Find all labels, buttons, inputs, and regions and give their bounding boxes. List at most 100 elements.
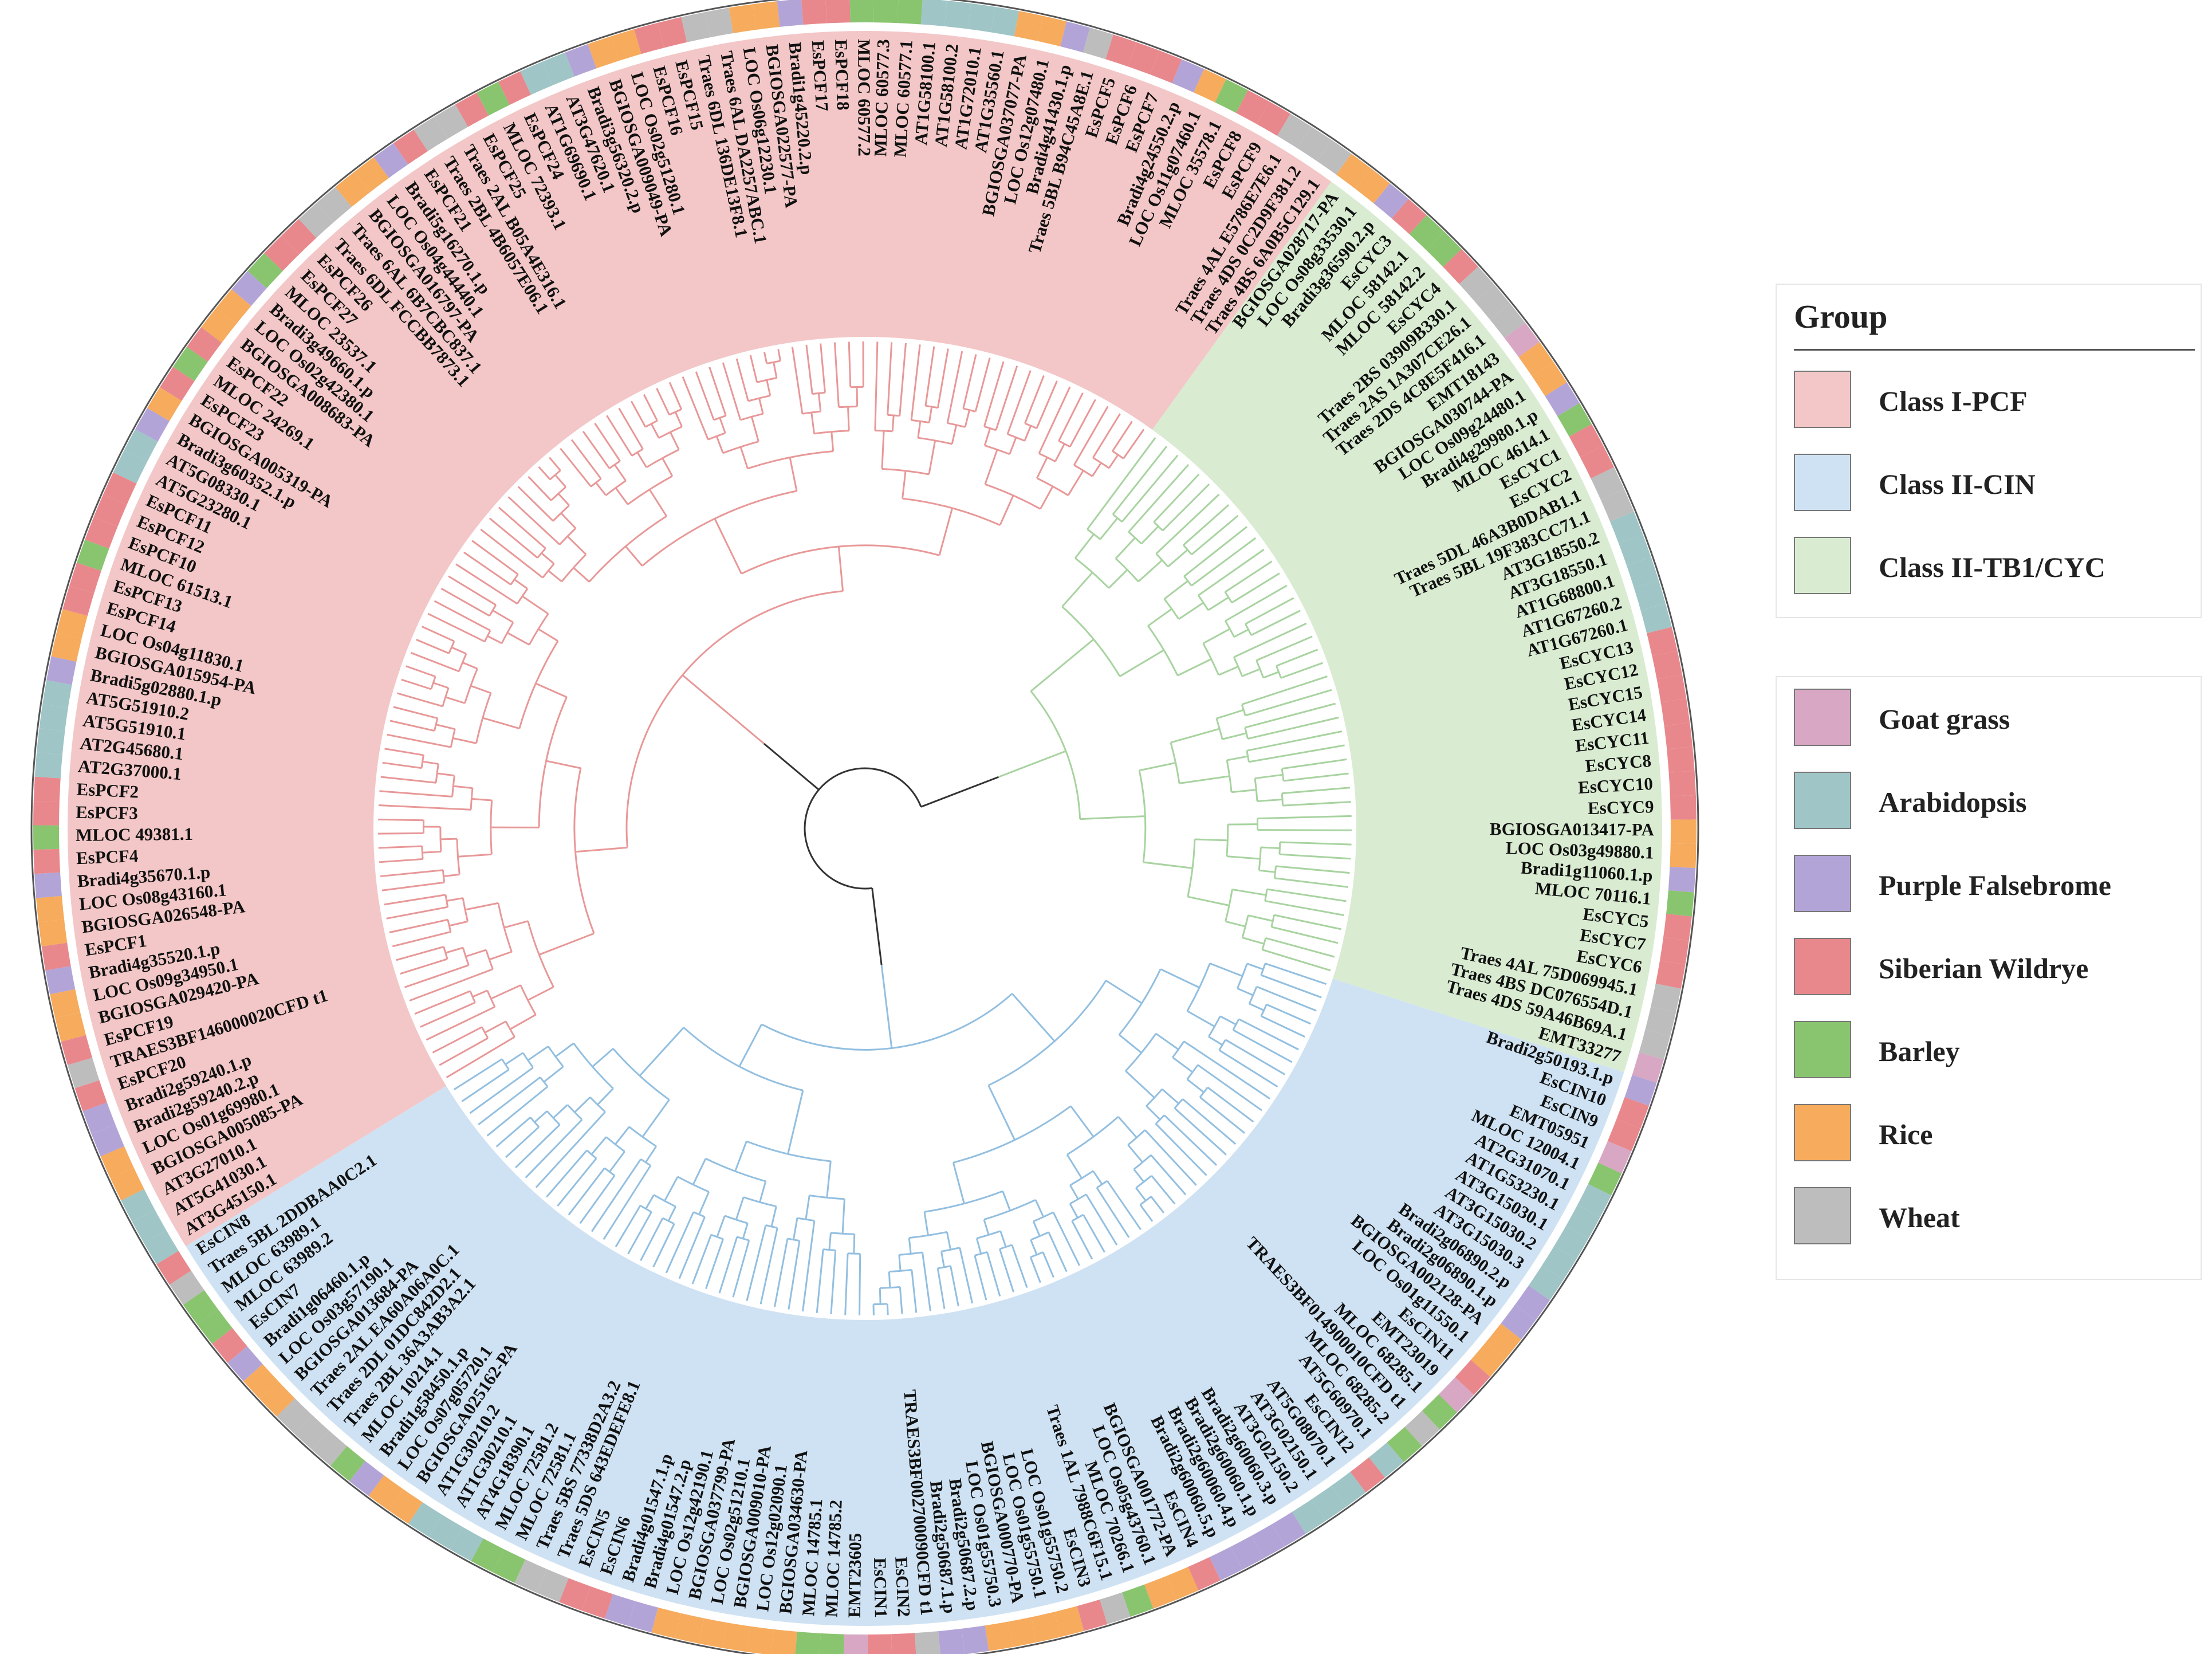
species-ring-segment [520, 61, 553, 96]
branch [1105, 980, 1143, 1004]
branch [490, 984, 521, 1000]
branch [1207, 596, 1229, 611]
branch [535, 682, 567, 698]
legend-title: Group [1794, 298, 1888, 335]
branch [1121, 454, 1179, 522]
branch-arc [812, 391, 825, 395]
branch [1183, 1040, 1270, 1099]
leaf-label: LOC Os03g49880.1 [1506, 838, 1654, 863]
branch [1087, 437, 1156, 530]
species-ring-segment [1625, 557, 1659, 588]
swatch [1794, 371, 1851, 428]
branch [1265, 900, 1344, 916]
branch-arc [1174, 1098, 1183, 1109]
branch [1083, 1214, 1105, 1253]
branch [1222, 732, 1247, 740]
swatch [1794, 855, 1851, 912]
branch-arc [448, 641, 455, 654]
branch [1036, 457, 1048, 479]
branch [777, 349, 781, 362]
branch [662, 457, 674, 477]
leaf-label: MLOC 60577.3 [870, 39, 893, 157]
branch [1256, 985, 1317, 1012]
branch [1209, 962, 1243, 977]
branch [591, 1158, 642, 1232]
species-ring-segment [1665, 890, 1694, 917]
branch [1009, 437, 1017, 455]
species-ring-segment [1007, 1616, 1037, 1647]
species-ring-segment [434, 104, 469, 140]
species-ring-segment [1667, 771, 1696, 796]
branch-arc [1254, 778, 1258, 802]
branch [1261, 846, 1280, 850]
branch [552, 1104, 568, 1119]
branch [645, 1145, 657, 1163]
branch [421, 626, 455, 642]
branch [422, 760, 439, 765]
branch [1135, 1187, 1147, 1201]
species-ring-segment [1615, 1097, 1649, 1129]
branch [471, 540, 519, 575]
species-ring-segment [42, 680, 73, 709]
branch [1058, 392, 1084, 442]
branch [1151, 1175, 1176, 1205]
branch [546, 1149, 588, 1198]
branch-arc [707, 432, 726, 441]
branch [1182, 1098, 1237, 1145]
branch [534, 1110, 548, 1123]
branch-arc [609, 460, 621, 469]
branch [722, 362, 742, 421]
swatch [1794, 1187, 1851, 1244]
branch [735, 1197, 745, 1220]
species-ring-segment [82, 1102, 117, 1134]
branch-arc [1260, 1004, 1268, 1017]
branch [1011, 1244, 1028, 1288]
outer-ring-border [30, 0, 1699, 1654]
leaf-labels: Bradi2g50193.1.pEsCIN10EsCIN9EMT05951MLO… [76, 39, 1655, 1618]
branch [1249, 744, 1345, 763]
branch [920, 776, 999, 808]
branch-arc [1218, 1039, 1226, 1051]
branch [1274, 914, 1341, 930]
branch [999, 495, 1014, 526]
species-ring-segment [991, 6, 1020, 38]
species-ring-segment [61, 1035, 94, 1066]
branch [1074, 533, 1095, 559]
species-ring-segment [1271, 1511, 1306, 1547]
branch-arc [1241, 704, 1246, 716]
branch-arc [605, 1136, 625, 1153]
leaf-label: MLOC 60577.2 [854, 39, 875, 156]
branch [495, 1117, 531, 1148]
legend-label: Class II-CIN [1879, 468, 2036, 500]
branch [1274, 877, 1348, 888]
branch [1036, 380, 1058, 429]
branch [1153, 473, 1200, 523]
branch [465, 949, 487, 957]
branch [432, 682, 449, 689]
branch-arc [831, 1232, 855, 1235]
branch [830, 1250, 837, 1315]
branch [946, 351, 963, 423]
branch [594, 422, 621, 462]
branch [514, 579, 528, 590]
branch [766, 379, 772, 396]
branch-arc [1128, 531, 1142, 545]
branch [652, 1223, 675, 1268]
leaf-label: EsPCF2 [76, 779, 139, 802]
species-ring-segment [77, 539, 111, 571]
species-ring-segment [1662, 913, 1692, 941]
branch [1197, 1064, 1262, 1111]
species-ring-segment [897, 0, 923, 26]
legend-item-class-i-pcf: Class I-PCF [1794, 371, 2195, 428]
species-ring-segment [1528, 1265, 1564, 1301]
species-ring-segment [581, 1585, 613, 1619]
species-ring-segment [1556, 403, 1592, 438]
species-ring-segment [33, 801, 61, 826]
species-ring-segment [1276, 113, 1312, 150]
branch [1147, 608, 1172, 627]
branch [505, 1126, 540, 1158]
branch [1233, 622, 1307, 658]
legend-label: Rice [1879, 1118, 1933, 1150]
branch [1155, 493, 1220, 555]
branch-arc [540, 1077, 549, 1087]
